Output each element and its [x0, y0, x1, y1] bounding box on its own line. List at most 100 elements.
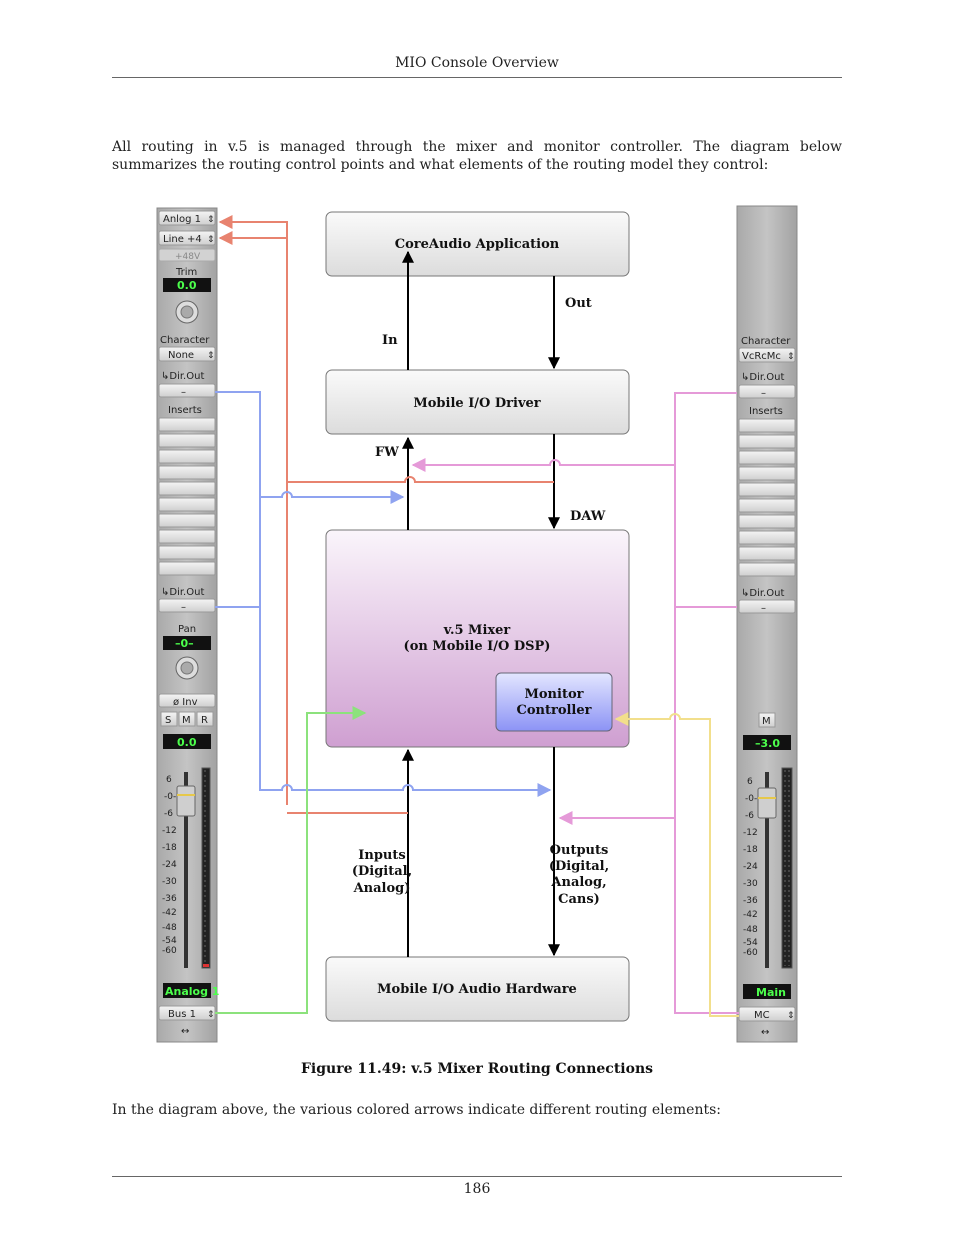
channel-name: Analog 1: [165, 985, 219, 998]
svg-text:-0-: -0-: [745, 794, 757, 804]
dirout-select[interactable]: [158, 383, 216, 398]
svg-text:Mobile I/O Audio Hardware: Mobile I/O Audio Hardware: [377, 982, 577, 997]
insert-slot[interactable]: [738, 546, 796, 561]
insert-slot[interactable]: [158, 433, 216, 448]
hardware-block: Mobile I/O Audio Hardware: [325, 956, 630, 1022]
svg-text:Monitor: Monitor: [525, 687, 584, 702]
running-header: MIO Console Overview: [395, 55, 559, 71]
dirout2-select[interactable]: [158, 598, 216, 613]
right-channel-strip: Character VcRcMc ⇕ ↳Dir.Out – Inserts ↳D…: [736, 205, 798, 1043]
phantom-button[interactable]: [158, 248, 216, 262]
svg-text:-36: -36: [743, 896, 758, 906]
svg-text:–: –: [181, 602, 186, 613]
phase-invert-button[interactable]: [158, 693, 216, 708]
routing-diagram: Anlog 1 ⇕ Line +4 ⇕ +48V Trim 0.0 Charac…: [156, 205, 798, 1043]
svg-text:-42: -42: [162, 908, 177, 918]
insert-slot[interactable]: [158, 465, 216, 480]
gain-select[interactable]: [158, 230, 216, 246]
solo-button[interactable]: [160, 711, 178, 727]
fader-cap[interactable]: [176, 785, 196, 817]
insert-slot[interactable]: [158, 449, 216, 464]
svg-text:-30: -30: [162, 877, 177, 887]
insert-slot[interactable]: [738, 562, 796, 577]
svg-text:-6: -6: [745, 811, 754, 821]
svg-text:Inserts: Inserts: [168, 405, 202, 416]
fader-track: [765, 772, 769, 968]
svg-text:ø Inv: ø Inv: [173, 697, 198, 708]
svg-text:⇕: ⇕: [207, 351, 215, 361]
dirout-select[interactable]: [738, 384, 796, 399]
insert-slot[interactable]: [158, 513, 216, 528]
dirout2-select[interactable]: [738, 599, 796, 614]
footer-rule: [112, 1176, 842, 1177]
svg-text:↳Dir.Out: ↳Dir.Out: [741, 372, 784, 383]
svg-text:-0-: -0-: [164, 792, 176, 802]
svg-text:S: S: [165, 715, 171, 726]
insert-slot[interactable]: [158, 545, 216, 560]
left-channel-strip: Anlog 1 ⇕ Line +4 ⇕ +48V Trim 0.0 Charac…: [156, 207, 219, 1043]
svg-text:Line +4: Line +4: [163, 234, 202, 245]
fw-label: FW: [375, 445, 399, 460]
character-select[interactable]: [158, 346, 216, 362]
input-select[interactable]: [158, 210, 216, 226]
inputs-label: Inputs (Digital, Analog): [352, 848, 412, 896]
svg-text:+48V: +48V: [175, 252, 201, 262]
insert-slot[interactable]: [158, 417, 216, 432]
svg-text:M: M: [182, 715, 191, 726]
svg-text:-36: -36: [162, 894, 177, 904]
svg-text:-48: -48: [743, 925, 758, 935]
svg-text:↳Dir.Out: ↳Dir.Out: [161, 371, 204, 382]
insert-slot[interactable]: [158, 497, 216, 512]
signal-arrows: [402, 250, 560, 957]
svg-text:Analog,: Analog,: [550, 875, 606, 890]
insert-slot[interactable]: [738, 498, 796, 513]
svg-text:Character: Character: [741, 336, 791, 347]
red-routing-lines: [218, 215, 554, 814]
mute-button[interactable]: [758, 712, 776, 728]
record-button[interactable]: [196, 711, 214, 727]
insert-slot[interactable]: [738, 514, 796, 529]
insert-slot[interactable]: [738, 466, 796, 481]
svg-text:v.5 Mixer: v.5 Mixer: [443, 623, 511, 638]
fader-value: –3.0: [755, 737, 780, 750]
svg-text:MC: MC: [754, 1010, 770, 1021]
svg-text:Mobile I/O Driver: Mobile I/O Driver: [413, 396, 540, 411]
page-number: 186: [463, 1181, 491, 1197]
svg-text:⇕: ⇕: [207, 1010, 215, 1020]
svg-text:Outputs: Outputs: [550, 843, 609, 858]
svg-text:Cans): Cans): [558, 892, 600, 907]
insert-slot[interactable]: [738, 482, 796, 497]
svg-text:-60: -60: [162, 946, 177, 956]
svg-text:-54: -54: [743, 938, 758, 948]
insert-slot[interactable]: [738, 418, 796, 433]
svg-text:⇕: ⇕: [207, 235, 215, 245]
green-routing-lines: [215, 706, 367, 1014]
svg-text:None: None: [168, 350, 194, 361]
svg-text:↳Dir.Out: ↳Dir.Out: [161, 587, 204, 598]
insert-slot[interactable]: [158, 561, 216, 576]
header-rule: [112, 77, 842, 78]
insert-slot[interactable]: [738, 530, 796, 545]
fader-cap[interactable]: [757, 787, 777, 819]
monitor-controller-block: Monitor Controller: [495, 672, 613, 732]
insert-slot[interactable]: [738, 434, 796, 449]
svg-text:Analog): Analog): [353, 881, 411, 896]
insert-slot[interactable]: [158, 481, 216, 496]
svg-text:6: 6: [747, 777, 753, 787]
blue-routing-lines: [215, 391, 552, 797]
insert-slot[interactable]: [158, 529, 216, 544]
outro-paragraph: In the diagram above, the various colore…: [112, 1102, 721, 1118]
svg-text:Trim: Trim: [175, 267, 197, 278]
svg-text:–: –: [761, 603, 766, 614]
svg-text:CoreAudio Application: CoreAudio Application: [395, 237, 560, 252]
insert-slot[interactable]: [738, 450, 796, 465]
svg-text:⇕: ⇕: [207, 215, 215, 225]
svg-text:–: –: [761, 388, 766, 399]
svg-text:Inputs: Inputs: [358, 848, 405, 863]
character-select[interactable]: [738, 347, 796, 363]
fader-track: [184, 772, 188, 968]
svg-text:⇕: ⇕: [787, 352, 795, 362]
stereo-width-icon: ↔: [181, 1026, 189, 1037]
svg-text:-60: -60: [743, 948, 758, 958]
mute-button[interactable]: [178, 711, 196, 727]
